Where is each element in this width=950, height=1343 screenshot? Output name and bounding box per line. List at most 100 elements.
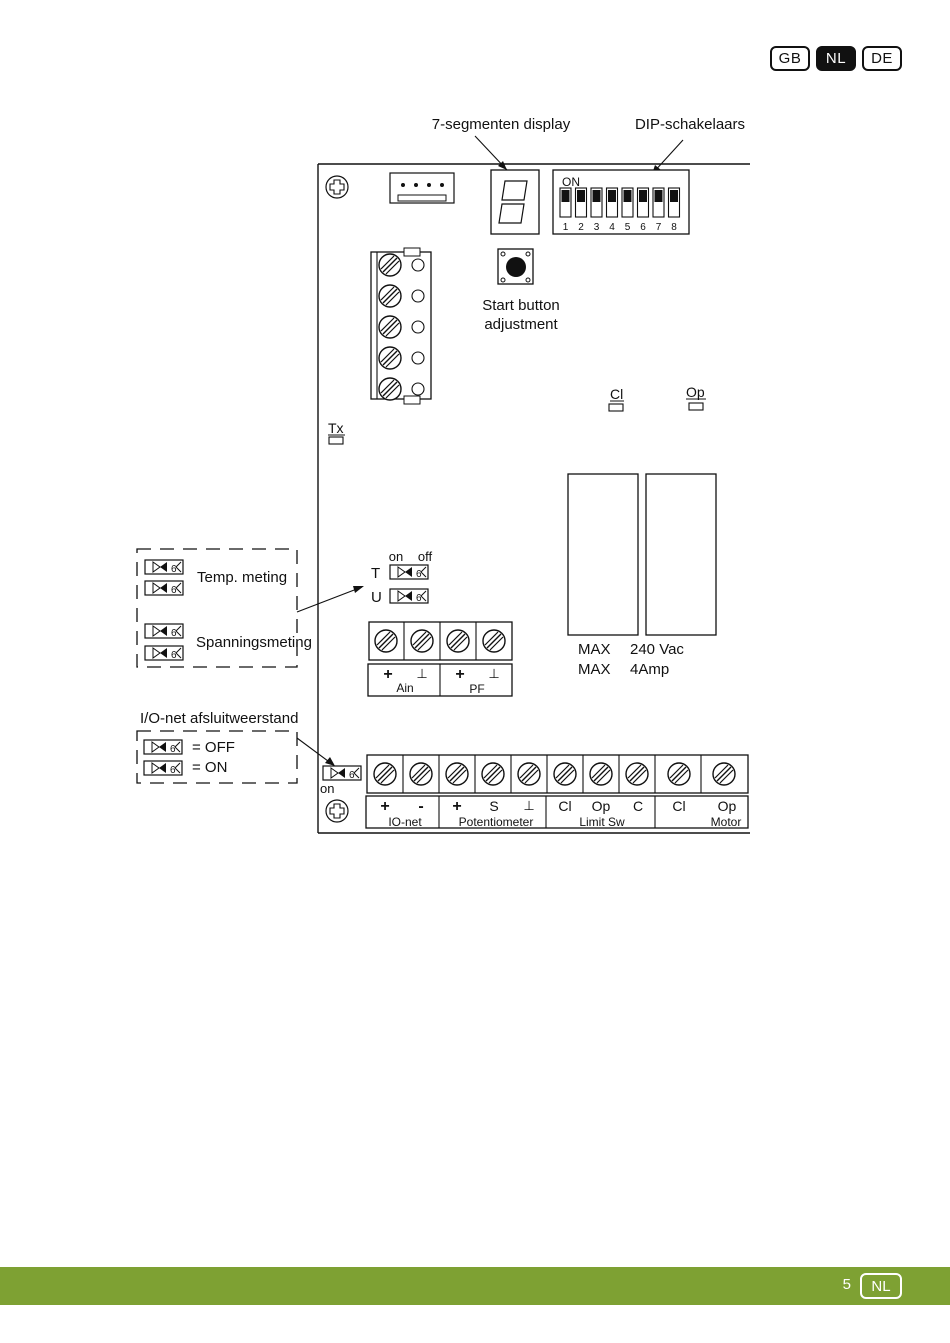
terminal-screw-4 xyxy=(481,762,505,786)
ain-pf-terminal xyxy=(367,621,513,697)
ain-gnd: ⊥ xyxy=(416,666,427,681)
pf-label: PF xyxy=(469,682,484,696)
dip-switch-4[interactable] xyxy=(605,187,619,218)
dip-switch-5[interactable] xyxy=(621,187,634,218)
dip-switch-knob-8 xyxy=(670,190,678,202)
pf-gnd: ⊥ xyxy=(488,666,499,681)
term-op-1: Op xyxy=(592,798,611,814)
relay-1 xyxy=(567,473,639,636)
dip-switch-1[interactable] xyxy=(559,187,572,218)
term-minus: - xyxy=(418,798,423,815)
vertical-terminal-block xyxy=(370,247,432,405)
language-tabs: GB NL DE xyxy=(770,46,902,71)
led-tx-label: Tx xyxy=(328,420,344,436)
footer-bar xyxy=(0,1267,950,1305)
io-legend: = OFF = ON xyxy=(136,730,298,784)
dip-on-label: ON xyxy=(562,175,580,189)
jumper-t[interactable] xyxy=(389,564,429,581)
relay-voltage: 240 Vac xyxy=(630,641,684,658)
dip-switch-knob-7 xyxy=(654,190,663,202)
dip-switch-knob-2 xyxy=(577,190,585,202)
relay-max-1: MAX xyxy=(578,641,611,658)
dip-switch-knob-6 xyxy=(639,190,647,202)
dip-number-8: 8 xyxy=(671,222,677,233)
dip-number-5: 5 xyxy=(625,222,631,233)
measurement-legend: Temp. meting Spanningsmeting xyxy=(136,548,312,668)
dip-switch-knob-1 xyxy=(561,190,570,202)
relay-current: 4Amp xyxy=(630,661,669,678)
relay-max-2: MAX xyxy=(578,661,611,678)
label-dip: DIP-schakelaars xyxy=(635,116,745,133)
terminal-screw-6 xyxy=(553,762,577,786)
dip-switch-3[interactable] xyxy=(590,187,603,218)
dip-switch-knob-3 xyxy=(592,190,601,202)
dip-switch-knob-4 xyxy=(608,190,616,202)
terminal-screw-2 xyxy=(409,762,433,786)
jumper-u[interactable] xyxy=(389,588,429,605)
led-op-label: Op xyxy=(686,384,705,400)
dip-number-4: 4 xyxy=(609,222,615,233)
dip-switch-2[interactable] xyxy=(574,187,588,218)
dip-switch-knob-5 xyxy=(623,190,632,202)
io-off-label: = OFF xyxy=(192,739,235,756)
legend-voltage-label: Spanningsmeting xyxy=(196,634,312,651)
led-tx xyxy=(328,436,344,445)
term-s: S xyxy=(489,798,498,814)
dip-switch-8[interactable] xyxy=(667,187,681,218)
terminal-screw-8 xyxy=(625,762,649,786)
lang-tab-de[interactable]: DE xyxy=(862,46,902,71)
mounting-hole-top xyxy=(325,175,349,199)
io-on-label: = ON xyxy=(192,759,227,776)
ain-label: Ain xyxy=(396,681,413,695)
start-button-label-1: Start button xyxy=(482,297,560,314)
term-plus-2: + xyxy=(452,798,461,815)
io-jumper[interactable] xyxy=(322,765,362,782)
terminal-screw-3 xyxy=(445,762,469,786)
board-outline xyxy=(317,163,750,834)
pf-plus: + xyxy=(455,666,464,683)
terminal-screw-10 xyxy=(712,762,736,786)
label-7seg: 7-segmenten display xyxy=(432,116,571,133)
group-ionet: IO-net xyxy=(388,815,422,829)
term-op-2: Op xyxy=(718,798,737,814)
jumper-off-label: off xyxy=(418,549,433,564)
footer-language-badge: NL xyxy=(860,1273,902,1299)
seven-segment-display xyxy=(490,169,540,235)
header-connector xyxy=(389,172,455,204)
start-button[interactable] xyxy=(497,248,534,285)
relay-2 xyxy=(645,473,717,636)
group-pot: Potentiometer xyxy=(459,815,534,829)
mounting-hole-bottom xyxy=(325,799,349,823)
legend-temp-label: Temp. meting xyxy=(197,569,287,586)
term-gnd: ⊥ xyxy=(523,798,534,813)
dip-number-6: 6 xyxy=(640,222,646,233)
lang-tab-nl[interactable]: NL xyxy=(816,46,856,71)
io-title: I/O-net afsluitweerstand xyxy=(140,710,298,727)
lang-tab-gb[interactable]: GB xyxy=(770,46,810,71)
term-plus: + xyxy=(380,798,389,815)
io-jumper-on: on xyxy=(320,781,334,796)
term-c: C xyxy=(633,798,643,814)
group-limit: Limit Sw xyxy=(579,815,625,829)
dip-number-1: 1 xyxy=(563,222,569,233)
led-cl xyxy=(608,403,624,412)
term-cl-1: Cl xyxy=(558,798,571,814)
led-cl-label: Cl xyxy=(610,386,623,402)
dip-number-3: 3 xyxy=(594,222,600,233)
terminal-screw-1 xyxy=(373,762,397,786)
start-button-label-2: adjustment xyxy=(484,316,558,333)
jumper-u-label: U xyxy=(371,589,382,606)
terminal-screw-7 xyxy=(589,762,613,786)
terminal-screw-9 xyxy=(667,762,691,786)
jumper-on-label: on xyxy=(389,549,403,564)
dip-switch-6[interactable] xyxy=(636,187,650,218)
dip-switch-7[interactable] xyxy=(652,187,665,218)
bottom-terminal-strip xyxy=(365,754,749,829)
ain-plus: + xyxy=(383,666,392,683)
terminal-screw-5 xyxy=(517,762,541,786)
term-cl-2: Cl xyxy=(672,798,685,814)
page-number: 5 xyxy=(842,1276,851,1293)
jumper-t-label: T xyxy=(371,565,380,582)
